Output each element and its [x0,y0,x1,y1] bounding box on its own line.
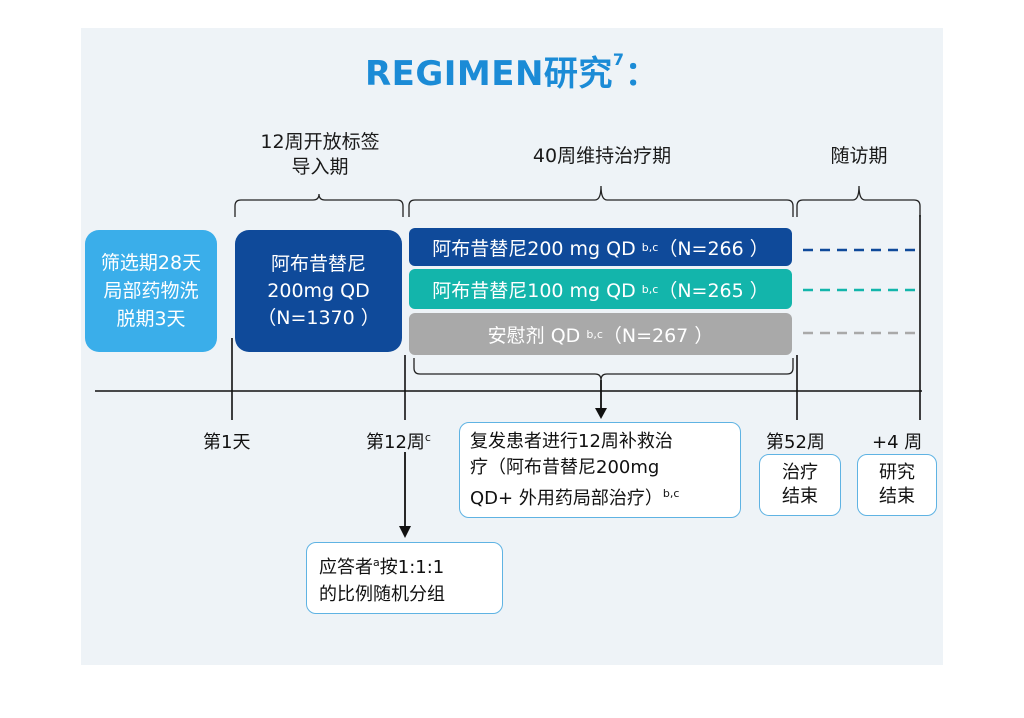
arm-200mg-sup: b,c [641,240,659,254]
arm-200mg-n: （N=266 ） [658,237,769,260]
phase-label-followup: 随访期 [830,145,888,167]
arm-100mg-box: 阿布昔替尼100 mg QD b,c（N=265 ） [409,269,792,309]
arrow-rescue-head [595,408,607,419]
end-study-line1: 研究 [879,462,915,483]
label-plus4: +4 周 [872,432,923,453]
label-week12-sup: c [424,431,431,444]
arm-200mg-label: 阿布昔替尼200 mg QD [432,237,636,260]
rescue-sup: b,c [662,487,680,500]
random-line1-text: 应答者 [319,557,373,578]
label-week12: 第12周c [366,428,431,454]
leadin-line3: （N=1370 ） [257,306,380,329]
end-treatment-line1: 治疗 [782,462,818,483]
phase-leadin-line1: 12周开放标签 [260,131,380,153]
arm-100mg-sup: b,c [641,282,659,296]
title-text: REGIMEN研究 [364,54,613,94]
phase-label-leadin: 12周开放标签 导入期 [228,130,412,180]
label-week12-text: 第12周 [366,432,425,453]
random-ratio: 按1:1:1 [379,557,445,578]
rescue-note: 复发患者进行12周补救治 疗（阿布昔替尼200mg QD+ 外用药局部治疗）b,… [459,422,741,518]
phase-leadin-line2: 导入期 [291,156,349,178]
rescue-line3: QD+ 外用药局部治疗）b,c [470,481,730,512]
arm-100mg-label: 阿布昔替尼100 mg QD [432,279,636,302]
title-colon: ： [624,54,660,94]
label-week52: 第52周 [766,432,825,453]
placebo-label: 安慰剂 QD [487,324,581,347]
arm-100mg-n: （N=265 ） [658,279,769,302]
randomization-note: 应答者a按1:1:1 的比例随机分组 [306,542,503,614]
random-sup: a [373,556,380,569]
end-treatment-note: 治疗 结束 [759,454,841,516]
bracket-bottom [413,358,794,381]
random-line2: 的比例随机分组 [319,584,445,605]
screening-line2: 局部药物洗 [103,280,199,302]
arm-200mg-box: 阿布昔替尼200 mg QD b,c（N=266 ） [409,228,792,266]
leadin-line1: 阿布昔替尼 [270,252,366,275]
diagram-title: REGIMEN研究7： [81,46,943,95]
random-line1: 应答者a按1:1:1 [319,549,490,581]
rescue-line1: 复发患者进行12周补救治 [470,431,673,452]
bracket-leadin [234,193,404,217]
screening-box: 筛选期28天 局部药物洗 脱期3天 [85,230,217,352]
screening-line3: 脱期3天 [116,308,186,330]
end-treatment-line2: 结束 [782,486,818,507]
screening-line1: 筛选期28天 [100,252,202,274]
end-study-line2: 结束 [879,486,915,507]
placebo-sup: b,c [586,327,603,341]
end-study-note: 研究 结束 [857,454,937,516]
leadin-line2: 200mg QD [267,279,370,302]
arrow-random-head [399,526,411,538]
rescue-line2: 疗（阿布昔替尼200mg [470,457,660,478]
placebo-n: （N=267 ） [602,324,714,347]
rescue-line3-text: QD+ 外用药局部治疗） [470,488,663,509]
placebo-box: 安慰剂 QD b,c（N=267 ） [409,313,792,355]
phase-label-maintenance: 40周维持治疗期 [532,145,672,167]
leadin-box: 阿布昔替尼 200mg QD （N=1370 ） [235,230,402,352]
bracket-followup [796,185,921,217]
label-day1: 第1天 [203,432,251,453]
title-superscript: 7 [612,50,625,69]
bracket-maintenance [408,185,794,217]
